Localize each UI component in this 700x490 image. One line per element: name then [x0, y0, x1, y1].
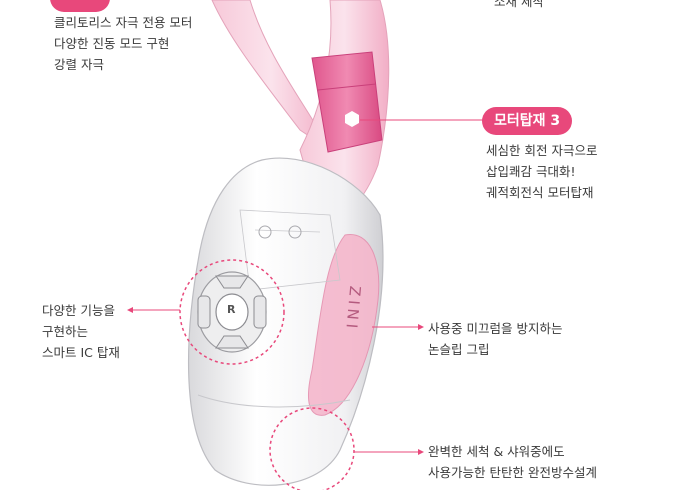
callout-top-left: 클리토리스 자극 전용 모터 다양한 진동 모드 구현 강렬 자극 [54, 12, 192, 75]
motor-badge-top-left [50, 0, 110, 12]
callout-waterproof: 완벽한 세척 & 샤워중에도 사용가능한 탄탄한 완전방수설계 [428, 441, 597, 483]
control-center-label: R [227, 303, 236, 316]
callout-line: 다양한 진동 모드 구현 [54, 36, 170, 51]
callout-line: 논슬립 그립 [428, 342, 490, 357]
motor-cylinder [311, 51, 383, 153]
callout-line: 세심한 회전 자극으로 [486, 143, 598, 158]
callout-line: 다양한 기능을 [42, 303, 115, 318]
smart-ic-highlight [179, 259, 285, 365]
callout-line: 사용가능한 탄탄한 완전방수설계 [428, 465, 597, 480]
waterproof-highlight [269, 407, 355, 490]
grip-panel [307, 234, 380, 416]
callout-top-right: 소재 제작 [494, 0, 544, 12]
control-pad [197, 271, 267, 353]
callout-smart-ic: 다양한 기능을 구현하는 스마트 IC 탑재 [42, 300, 120, 363]
hexagon-marker-top-icon [272, 0, 288, 12]
callout-line: 구현하는 [42, 324, 89, 339]
callout-line: 완벽한 세척 & 샤워중에도 [428, 444, 565, 459]
callout-line: 스마트 IC 탑재 [42, 345, 120, 360]
hexagon-marker-icon [345, 111, 359, 127]
callout-grip: 사용중 미끄럼을 방지하는 논슬립 그립 [428, 318, 562, 360]
callout-line: 사용중 미끄럼을 방지하는 [428, 321, 563, 336]
callout-line: 삽입쾌감 극대화! [486, 164, 576, 179]
callout-line: 클리토리스 자극 전용 모터 [54, 15, 193, 30]
callout-motor3: 세심한 회전 자극으로 삽입쾌감 극대화! 궤적회전식 모터탑재 [486, 140, 597, 203]
callout-line: 소재 제작 [494, 0, 544, 9]
motor3-badge: 모터탑재 3 [482, 107, 573, 135]
callout-line: 궤적회전식 모터탑재 [486, 185, 594, 200]
callout-line: 강렬 자극 [54, 57, 104, 72]
